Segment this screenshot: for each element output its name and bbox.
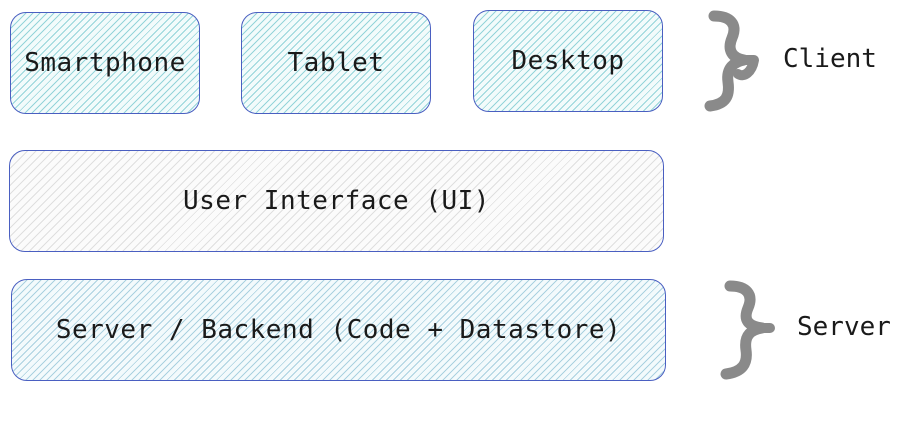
desktop-label: Desktop	[511, 46, 625, 76]
smartphone-label: Smartphone	[24, 48, 186, 78]
server-label: Server	[797, 312, 891, 342]
ui-layer-box: User Interface (UI)	[9, 150, 664, 252]
desktop-box: Desktop	[473, 10, 663, 112]
smartphone-box: Smartphone	[10, 12, 200, 114]
server-layer-label: Server / Backend (Code + Datastore)	[55, 315, 622, 345]
server-layer-box: Server / Backend (Code + Datastore)	[11, 279, 666, 381]
client-brace-icon	[704, 10, 759, 112]
tablet-label: Tablet	[287, 48, 385, 78]
ui-layer-label: User Interface (UI)	[183, 186, 490, 216]
client-label: Client	[783, 44, 877, 74]
server-brace-icon	[720, 280, 775, 380]
tablet-box: Tablet	[241, 12, 431, 114]
